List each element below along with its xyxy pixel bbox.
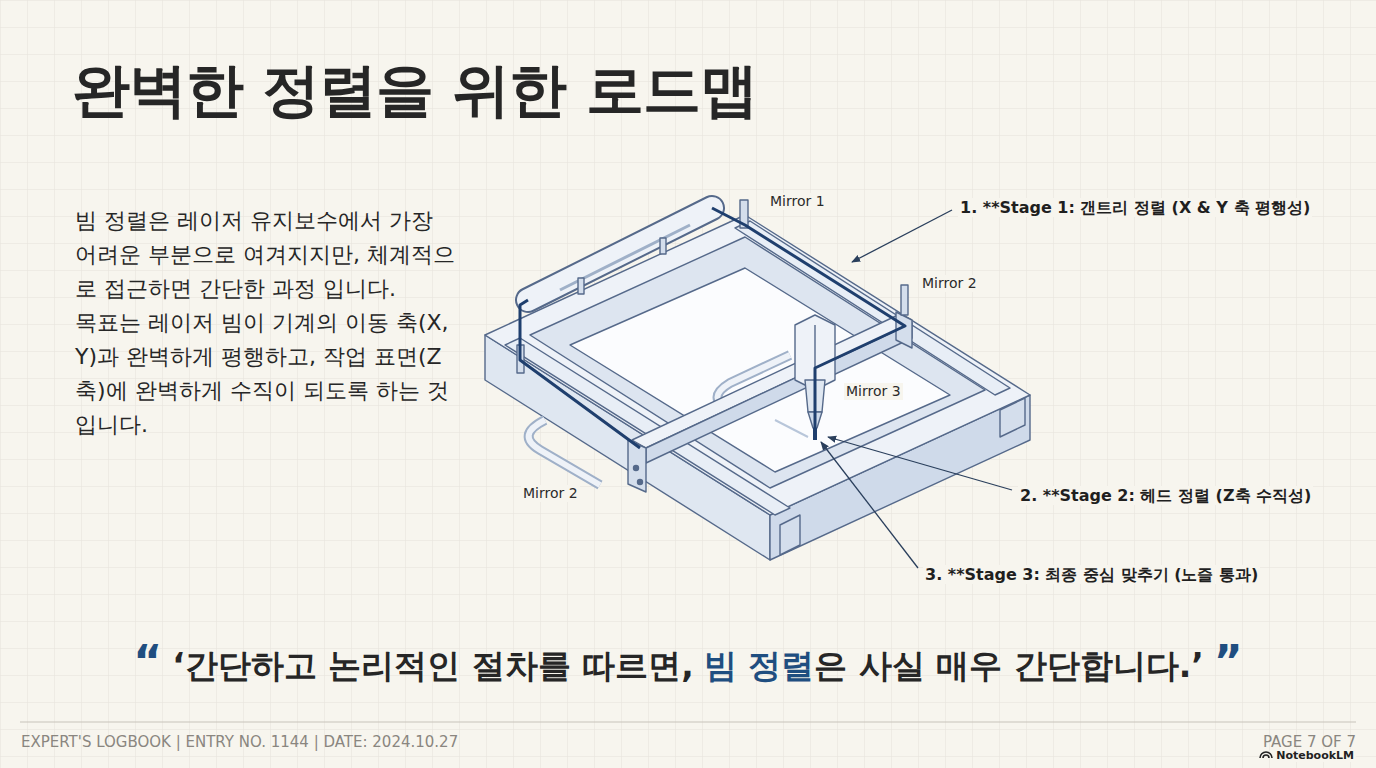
leader-line: [828, 437, 1012, 490]
corner-post: [780, 515, 800, 555]
beam-line: [712, 208, 905, 428]
leader-line: [821, 442, 918, 568]
bolt: [634, 466, 639, 471]
notebooklm-icon: [1260, 752, 1272, 758]
tube-mount: [660, 238, 666, 254]
quote-row: “‘간단하고 논리적인 절차를 따르면,빔 정렬은 사실 매우 간단합니다.’”: [0, 636, 1376, 689]
gantry-end: [628, 440, 646, 492]
watermark: NotebookLM: [1274, 749, 1356, 762]
corner-post: [1000, 398, 1025, 437]
mirror-label: Mirror 2: [920, 275, 979, 292]
gantry-top: [632, 315, 912, 448]
quote-highlight: 빔 정렬: [704, 644, 815, 689]
stage-callout: 1. **Stage 1: 갠트리 정렬 (X & Y 축 평행성): [958, 198, 1312, 217]
body-paragraph: 목표는 레이저 빔이 기계의 이동 축(X, Y)과 완벽하게 평행하고, 작업…: [75, 306, 455, 442]
stage-callout: 3. **Stage 3: 최종 중심 맞추기 (노즐 통과): [923, 565, 1260, 584]
work-bed: [570, 268, 950, 472]
beam-path: [520, 208, 905, 448]
quote-text: 은 사실 매우 간단합니다.’: [814, 644, 1204, 689]
machine-frame: [485, 200, 1030, 560]
mirror-label: Mirror 2: [521, 485, 580, 502]
gantry-side: [646, 323, 912, 463]
bolt: [638, 480, 643, 485]
frame-top: [485, 215, 1030, 515]
cable-chain: [529, 420, 600, 485]
mirror-label: Mirror 3: [844, 383, 903, 400]
slide-title: 완벽한 정렬을 위한 로드맵: [72, 52, 757, 130]
leader-lines: [821, 210, 1012, 568]
body-paragraph: 빔 정렬은 레이저 유지보수에서 가장 어려운 부분으로 여겨지지만, 체계적으…: [75, 204, 455, 306]
cable-chain: [529, 420, 600, 485]
right-rail: [735, 221, 1010, 395]
laser-tube-body: [528, 208, 712, 300]
left-rail: [505, 338, 790, 515]
mirror-2-mount: [901, 285, 908, 315]
tube-mount: [578, 278, 584, 294]
footer-rule: [20, 721, 1356, 722]
bed-reflection: [775, 420, 808, 437]
laser-tube: [528, 208, 712, 300]
beam-spot: [813, 428, 817, 440]
quote-text: ‘간단하고 논리적인 절차를 따르면,: [172, 644, 694, 689]
leader-line: [852, 210, 952, 262]
quote-mark: “: [133, 636, 162, 687]
mirror-label: Mirror 1: [768, 193, 827, 210]
beam-line: [520, 300, 640, 448]
quote-mark: ”: [1214, 636, 1243, 687]
footer-text: EXPERT'S LOGBOOK | ENTRY NO. 1144 | DATE…: [21, 733, 458, 751]
body-text-block: 빔 정렬은 레이저 유지보수에서 가장 어려운 부분으로 여겨지지만, 체계적으…: [75, 204, 455, 442]
stage-callout: 2. **Stage 2: 헤드 정렬 (Z축 수직성): [1018, 486, 1313, 505]
